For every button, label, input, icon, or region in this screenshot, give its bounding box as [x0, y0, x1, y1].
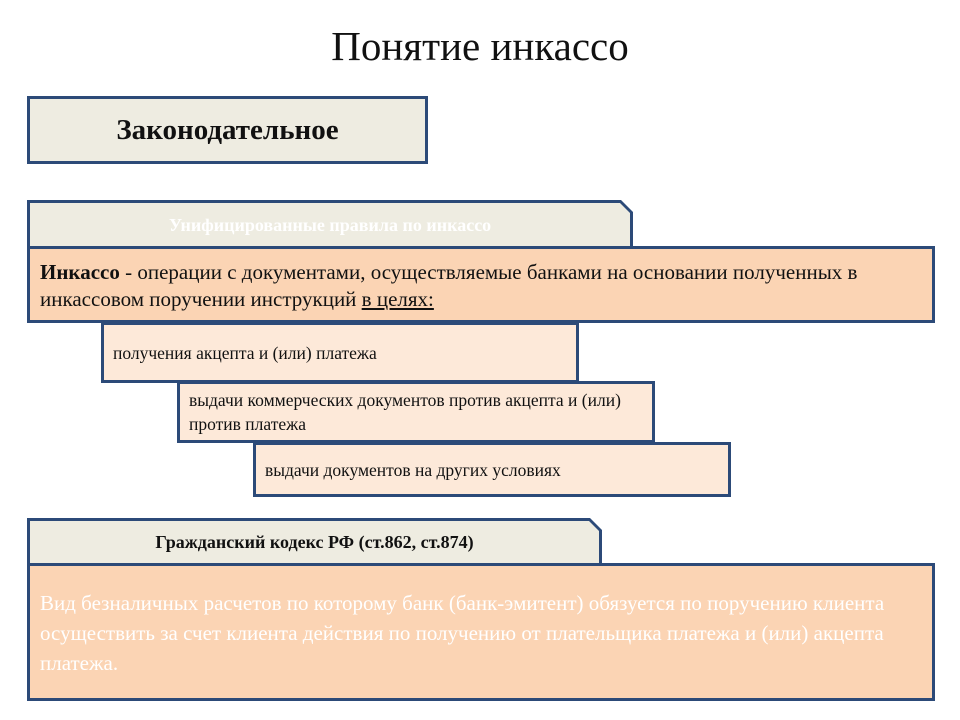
legislative-heading: Законодательное [27, 96, 428, 164]
urc-tab-label: Унифицированные правила по инкассо [168, 214, 492, 235]
goal-item-1: получения акцепта и (или) платежа [101, 322, 579, 383]
definition-text: - операции с документами, осуществляемые… [40, 260, 858, 311]
urc-tab: Унифицированные правила по инкассо [30, 203, 630, 247]
incasso-definition: Инкассо - операции с документами, осущес… [27, 246, 935, 323]
goal-item-3: выдачи документов на других условиях [253, 442, 731, 497]
goal-text: выдачи документов на других условиях [265, 459, 561, 480]
civil-code-tab-label: Гражданский кодекс РФ (ст.862, ст.874) [155, 532, 474, 552]
term: Инкассо [40, 260, 120, 284]
civil-code-tab: Гражданский кодекс РФ (ст.862, ст.874) [30, 521, 599, 564]
slide-title: Понятие инкассо [331, 23, 629, 69]
goal-item-2: выдачи коммерческих документов против ак… [177, 381, 655, 443]
civil-code-definition: Вид безналичных расчетов по которому бан… [27, 563, 935, 701]
purpose-text: в целях: [361, 287, 434, 311]
goal-text: выдачи коммерческих документов против ак… [189, 390, 621, 434]
goal-text: получения акцепта и (или) платежа [113, 342, 377, 363]
